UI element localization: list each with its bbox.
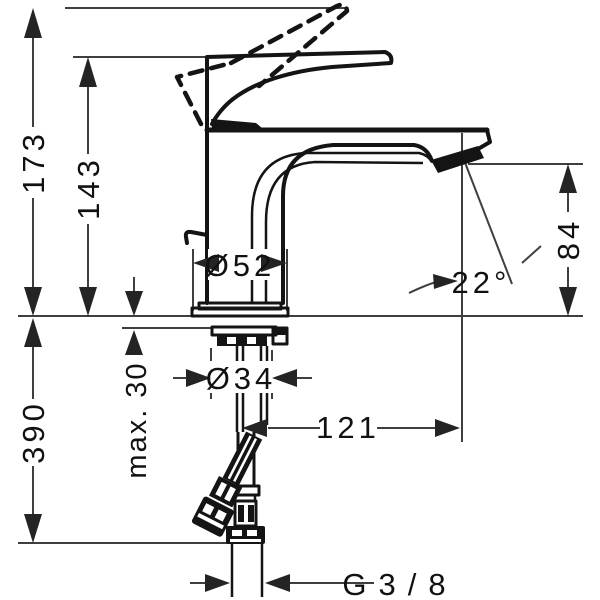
label-spray-angle: 22° — [452, 265, 511, 300]
reference-lines — [18, 7, 583, 544]
handle-lever — [205, 50, 394, 131]
handle-skirt-gap — [211, 119, 262, 128]
thread-stub — [230, 544, 264, 597]
label-spout-handle-height: 143 — [71, 156, 106, 220]
label-spout-height: 84 — [551, 218, 586, 260]
label-spout-reach: 121 — [316, 410, 380, 445]
label-base-diameter: Ø52 — [205, 248, 276, 283]
dimension-arrows — [24, 8, 577, 592]
label-max-deck-thickness: max. 30 — [121, 361, 153, 478]
dimension-lines — [32, 38, 569, 584]
faucet-outline — [174, 2, 492, 318]
dimension-labels: 173 143 390 max. 30 Ø52 Ø34 84 22° 121 G… — [16, 130, 586, 600]
mounting-nut — [217, 335, 267, 346]
label-below-deck-length: 390 — [16, 400, 51, 464]
label-shank-diameter: Ø34 — [206, 361, 277, 396]
mounting-washer — [210, 325, 278, 337]
label-total-height: 173 — [16, 130, 51, 194]
label-hose-thread: G3/8 — [342, 567, 457, 600]
supply-hoses — [191, 431, 265, 597]
angled-hose — [191, 431, 263, 537]
aerator — [431, 146, 484, 173]
handle-raised-dashed-outline — [174, 2, 350, 127]
popup-rod — [183, 229, 209, 245]
